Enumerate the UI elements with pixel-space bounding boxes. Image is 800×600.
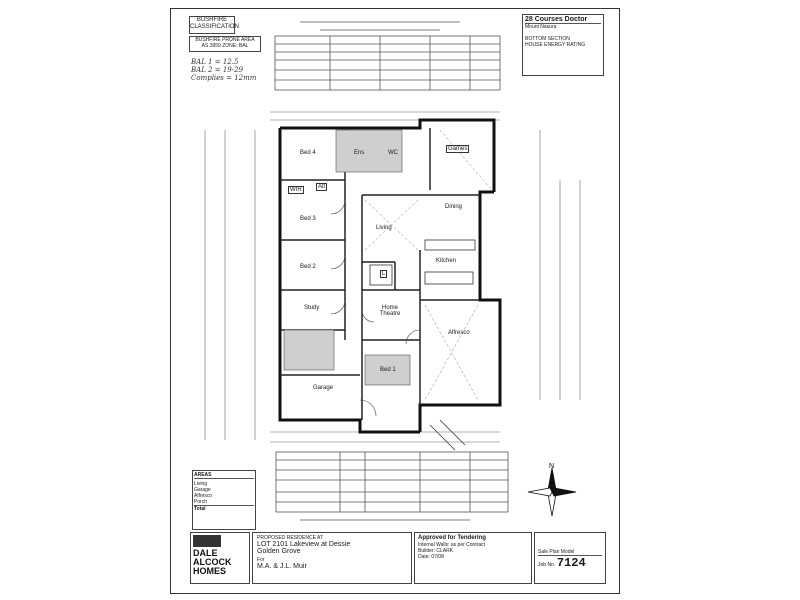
company-name-line-2: ALCOCK <box>193 557 232 567</box>
kitchen-benches <box>369 239 476 286</box>
handwritten-note-2: BAL 2 = 19-29 <box>191 66 244 74</box>
room-bed4: Bed 4 <box>300 150 316 156</box>
exposure-line-1: BUSHFIRE PRONE AREA <box>195 37 255 43</box>
company-emblem <box>193 535 221 547</box>
drawing-caption: Approved for Tendering <box>418 535 486 541</box>
job-block: Sale Plan Model Job No. 7124 <box>534 532 606 584</box>
areas-row: Alfresco <box>194 493 213 499</box>
wet-area-shading <box>283 129 411 386</box>
areas-row: Living <box>194 481 208 487</box>
room-garage: Garage <box>313 385 334 391</box>
suburb-line: Golden Grove <box>257 548 301 555</box>
address-line: LOT 2101 Lakeview at Dessie <box>257 541 351 548</box>
room-bed2: Bed 2 <box>300 264 316 270</box>
site-line-3: HOUSE ENERGY RATING <box>525 42 586 48</box>
room-study: Study <box>304 305 320 311</box>
room-kitchen: Kitchen <box>436 258 457 264</box>
room-living: Living <box>376 225 392 231</box>
bushfire-exposure-box: BUSHFIRE PRONE AREA AS 3959 ZONE: BAL <box>189 36 261 52</box>
top-schedule-table <box>274 21 501 91</box>
room-alfresco: Alfresco <box>448 330 470 336</box>
client-label: For <box>257 557 265 563</box>
job-label: Job No. <box>538 562 556 568</box>
compass-north-label: N <box>549 463 554 470</box>
room-theatre: Home Theatre <box>379 305 401 317</box>
room-alt: Alt <box>316 183 328 191</box>
room-bed3: Bed 3 <box>300 216 316 222</box>
company-name-line-1: DALE <box>193 548 218 558</box>
room-games: Games <box>446 145 470 153</box>
company-name-line-3: HOMES <box>193 566 227 576</box>
site-line-2: BOTTOM SECTION <box>525 36 570 42</box>
areas-row: Garage <box>194 487 211 493</box>
site-info-box: 28 Courses Doctor Mount Nasura BOTTOM SE… <box>522 14 604 76</box>
north-compass: N <box>527 463 577 517</box>
drawing-info-block: Approved for Tendering Internal Walls: a… <box>414 532 532 584</box>
client-name: M.A. & J.L. Muir <box>257 563 307 570</box>
compass-star <box>527 467 577 517</box>
sheet-label: Sale Plan Model <box>538 549 602 556</box>
areas-table: AREAS Living Garage Alfresco Porch Total <box>192 470 256 530</box>
door-swings <box>330 199 421 417</box>
classification-line-2: CLASSIFICATION <box>190 24 239 30</box>
address-caption: PROPOSED RESIDENCE AT <box>257 535 324 541</box>
address-block: PROPOSED RESIDENCE AT LOT 2101 Lakeview … <box>252 532 412 584</box>
entry-porch <box>429 419 466 451</box>
bushfire-classification-box: BUSHFIRE CLASSIFICATION <box>189 16 239 34</box>
job-row: Job No. 7124 <box>538 557 602 569</box>
room-dining: Dining <box>445 204 463 210</box>
exposure-line-2: AS 3959 ZONE: BAL <box>201 43 249 49</box>
bottom-schedule-table <box>275 451 509 521</box>
classification-line-1: BUSHFIRE <box>196 17 228 23</box>
areas-row: Porch <box>194 499 208 505</box>
roof-hip-lines <box>364 129 493 401</box>
site-line-1: Mount Nasura <box>525 24 557 30</box>
company-logo-block: DALE ALCOCK HOMES <box>190 532 250 584</box>
handwritten-notes: BAL 1 = 12.5 BAL 2 = 19-29 Complies = 12… <box>191 58 271 82</box>
areas-title: AREAS <box>194 472 254 479</box>
handwritten-note-3: Complies = 12mm <box>191 74 257 82</box>
drawing-line-3: Date: 07/08 <box>418 554 444 560</box>
handwritten-note-1: BAL 1 = 12.5 <box>191 58 239 66</box>
areas-row: Total <box>194 505 254 512</box>
drawing-line-2: Builder: CLARK <box>418 548 454 554</box>
drawing-line-1: Internal Walls: as per Contract <box>418 542 486 548</box>
job-number: 7124 <box>556 556 586 570</box>
room-l: L <box>380 270 388 278</box>
site-header: 28 Courses Doctor <box>525 16 601 24</box>
room-ens: Ens <box>354 150 365 156</box>
room-bed1: Bed 1 <box>380 367 396 373</box>
room-wir: WIR <box>288 186 304 194</box>
room-wc: WC <box>388 150 398 156</box>
